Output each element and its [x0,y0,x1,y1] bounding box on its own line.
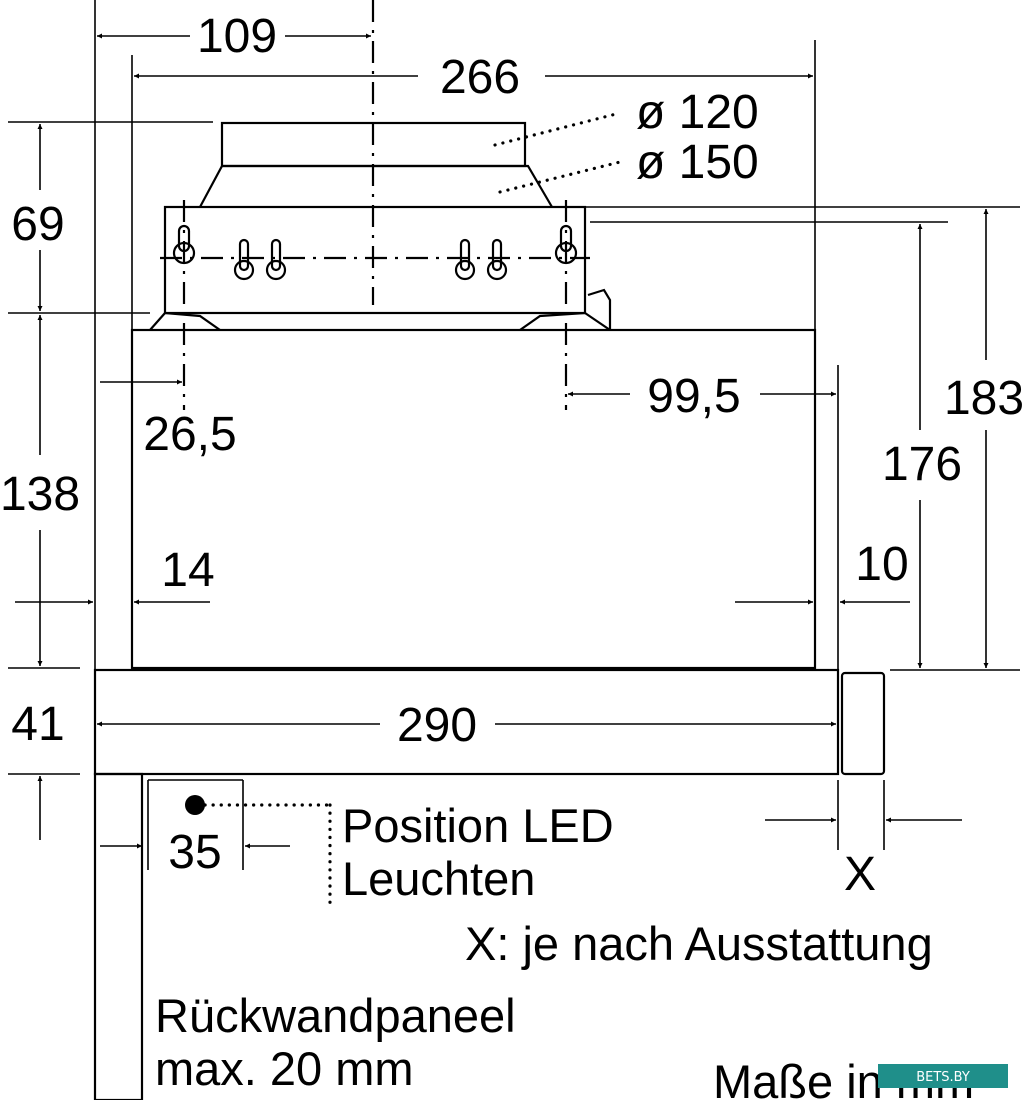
dim-41: 41 [11,698,64,751]
dim-14: 14 [161,544,214,597]
dim-69: 69 [11,198,64,251]
dim-x: X [844,848,876,901]
x-note: X: je nach Ausstattung [465,917,933,970]
notes: Position LED Leuchten X: je nach Ausstat… [155,799,974,1100]
center-lines [160,0,590,410]
back-wall-panel [93,772,144,1100]
front-trim [840,671,886,776]
mounting-box [163,205,587,315]
dimension-lines [15,33,989,849]
dim-176: 176 [882,438,962,491]
watermark: BETS.BY [878,1064,1008,1088]
dim-99-5: 99,5 [647,370,740,423]
leader-lines [185,111,622,907]
dim-10: 10 [855,538,908,591]
dim-138: 138 [0,468,80,521]
dim-183: 183 [944,372,1024,425]
panel-note-line2: max. 20 mm [155,1042,414,1095]
hood-body [130,328,817,670]
keyhole-slot [486,238,508,281]
fan-housing [199,164,553,208]
extension-lines [8,0,1020,870]
dim-109: 109 [197,10,277,63]
watermark-text: BETS.BY [916,1070,970,1085]
dim-35: 35 [168,826,221,879]
keyhole-slot [233,238,255,281]
dim-26-5: 26,5 [143,408,236,461]
led-note-line2: Leuchten [342,852,535,905]
dim-290: 290 [397,699,477,752]
led-note-line1: Position LED [342,799,614,852]
keyhole-slot [265,238,287,281]
led-position-marker [185,795,205,815]
dim-outlet-150: ø 150 [636,136,759,189]
panel-note-line1: Rückwandpaneel [155,989,516,1042]
dim-outlet-120: ø 120 [636,86,759,139]
dimension-labels: 109 266 ø 120 ø 150 69 138 41 26,5 99,5 … [0,10,1024,901]
dim-266: 266 [440,51,520,104]
keyhole-slot [454,238,476,281]
front-panel [93,668,840,776]
